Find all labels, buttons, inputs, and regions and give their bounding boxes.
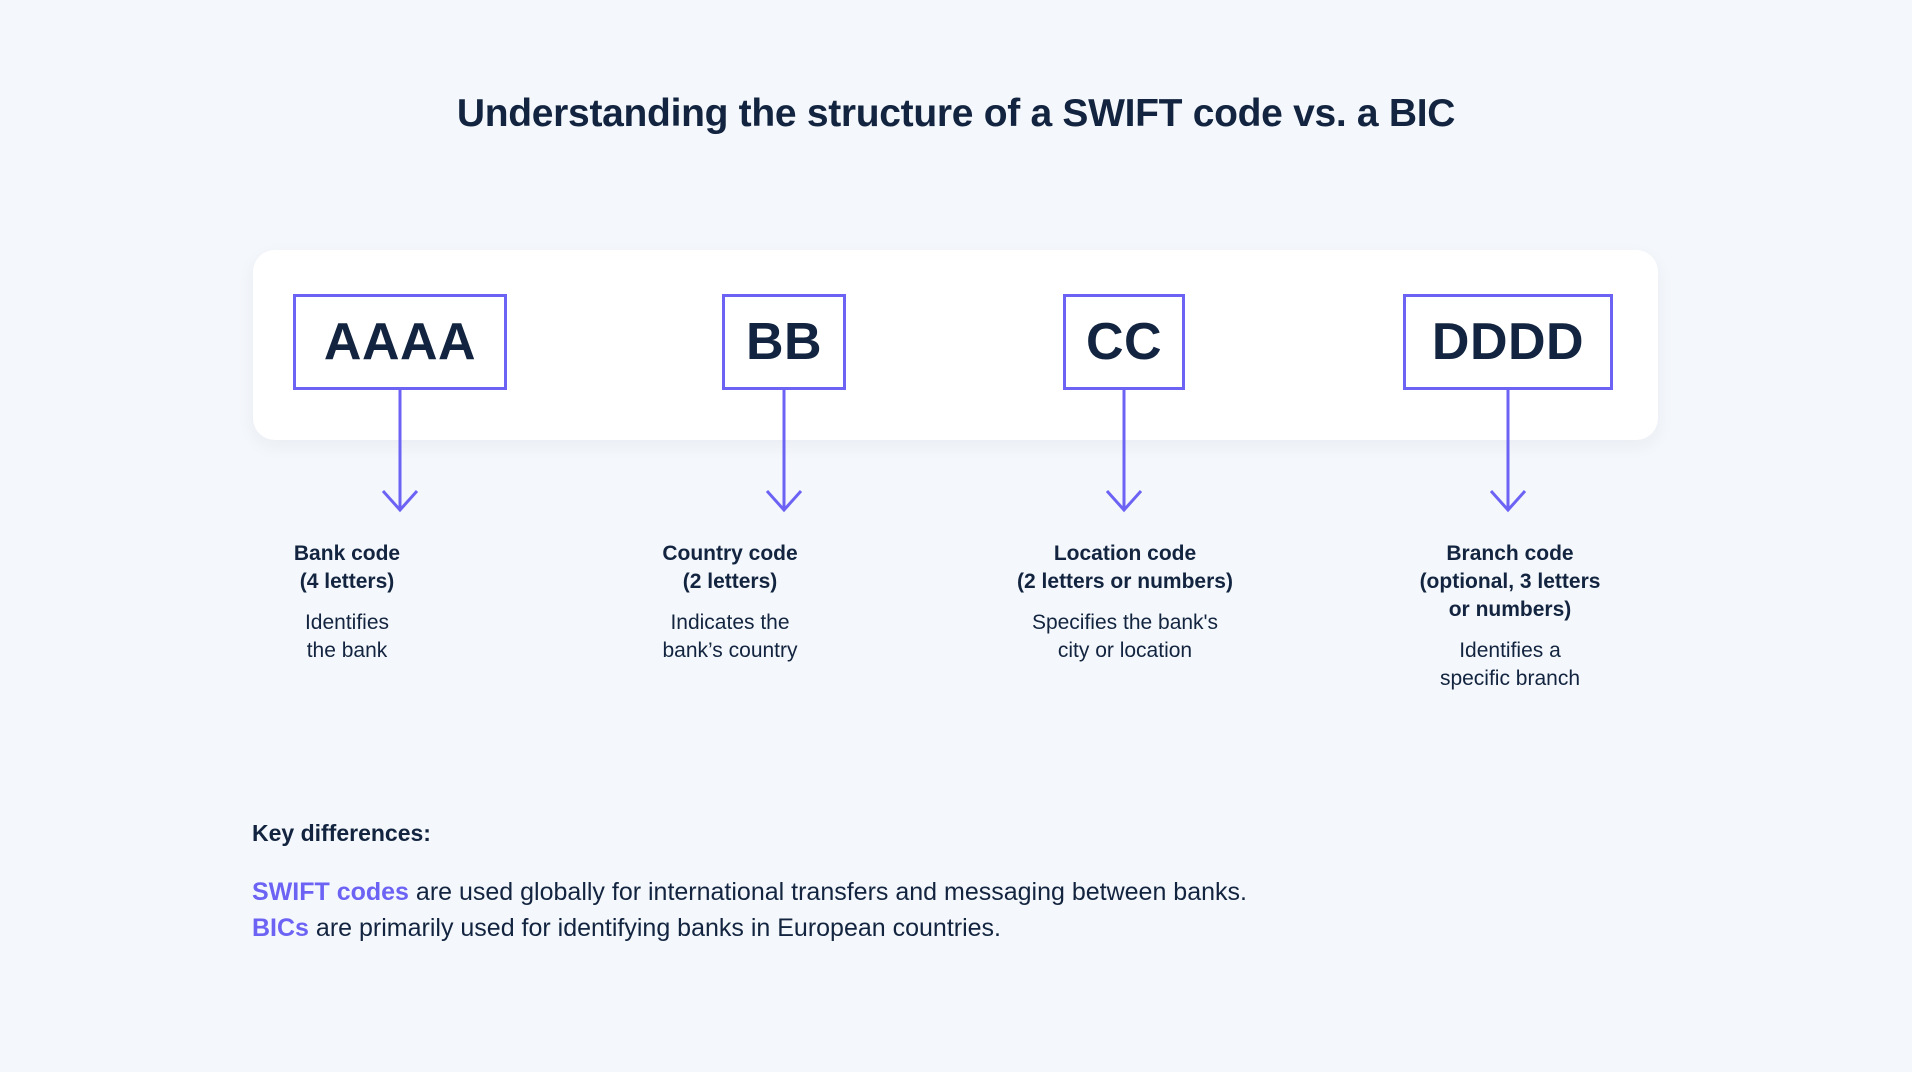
column-branch-code-description: Identifies a specific branch [1439, 638, 1581, 690]
code-box-branch-label: DDDD [1431, 313, 1585, 371]
swift-codes-accent: SWIFT codes [252, 878, 409, 906]
column-location-code-title: Location code (2 letters or numbers) [1017, 542, 1233, 593]
code-box-country-label: BB [745, 313, 823, 371]
key-differences-line-2-text: are primarily used for identifying banks… [308, 913, 1001, 942]
column-bank-code-title: Bank code (4 letters) [293, 542, 401, 593]
arrow-head-bank [381, 489, 419, 513]
page-title: Understanding the structure of a SWIFT c… [456, 92, 1456, 135]
key-differences-line-1: SWIFT codes are used globally for intern… [252, 875, 1652, 911]
code-box-branch: DDDD [1403, 294, 1613, 390]
column-country-code-title: Country code (2 letters) [662, 542, 798, 593]
column-country-code-description: Indicates the bank’s country [662, 610, 798, 662]
column-bank-code-description: Identifies the bank [304, 610, 390, 662]
code-box-location-label: CC [1085, 313, 1163, 371]
arrow-head-branch [1489, 489, 1527, 513]
key-differences-line-2: BICs are primarily used for identifying … [252, 911, 1652, 947]
arrow-head-country [765, 489, 803, 513]
column-branch-code-title: Branch code (optional, 3 letters or numb… [1419, 542, 1601, 621]
code-box-location: CC [1063, 294, 1185, 390]
bics-accent: BICs [252, 913, 309, 942]
key-differences-line-1-text: are used globally for international tran… [408, 878, 1247, 906]
column-location-code-description: Specifies the bank's city or location [1031, 610, 1219, 662]
key-differences-body: SWIFT codes are used globally for intern… [252, 875, 1652, 946]
code-structure-card [253, 250, 1658, 440]
column-country-code: Country code (2 letters) Indicates the b… [620, 540, 840, 665]
code-box-bank-label: AAAA [323, 313, 477, 371]
column-branch-code: Branch code (optional, 3 letters or numb… [1370, 540, 1650, 693]
column-location-code: Location code (2 letters or numbers) Spe… [960, 540, 1290, 665]
key-differences-section: Key differences: SWIFT codes are used gl… [252, 820, 1652, 946]
column-bank-code: Bank code (4 letters) Identifies the ban… [240, 540, 454, 665]
code-box-bank: AAAA [293, 294, 507, 390]
code-box-country: BB [722, 294, 846, 390]
code-boxes-container: AAAA BB CC DDDD [253, 250, 1658, 440]
key-differences-heading: Key differences: [252, 820, 431, 846]
arrow-head-location [1105, 489, 1143, 513]
column-descriptions: Bank code (4 letters) Identifies the ban… [0, 540, 1912, 730]
